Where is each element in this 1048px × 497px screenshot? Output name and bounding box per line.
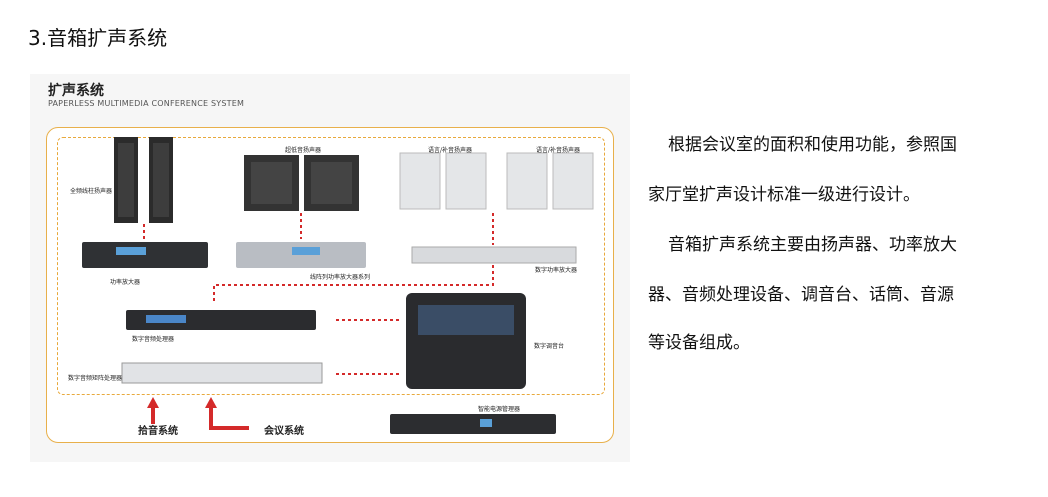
digital-mixer-device [406, 293, 526, 389]
label-aux-speaker: 语言/补音扬声器 [536, 147, 581, 154]
paragraph2-line3: 等设备组成。 [648, 333, 750, 353]
line-array-amplifier [236, 242, 366, 268]
power-manager-device [390, 414, 556, 434]
aux-speaker-pair [506, 152, 594, 210]
label-digital-mixer: 数字调音台 [534, 343, 565, 350]
label-main-speaker: 语言/补音扬声器 [428, 147, 473, 154]
label-column-speaker: 全频线柱扬声器 [70, 188, 113, 195]
label-audio-processor: 数字音频处理器 [132, 336, 175, 343]
paragraph1-line2: 家厅堂扩声设计标准一级进行设计。 [648, 185, 920, 205]
diagram-title: 扩声系统 [48, 83, 104, 99]
section-heading: 3.音箱扩声系统 [28, 26, 168, 50]
matrix-processor-device [121, 362, 323, 384]
power-amplifier [82, 242, 208, 268]
paragraph1-line1: 根据会议室的面积和使用功能，参照国 [668, 135, 957, 155]
paragraph2-line2: 器、音频处理设备、调音台、话筒、音源 [648, 285, 954, 305]
label-conference-system: 会议系统 [264, 426, 304, 437]
digital-power-amplifier [411, 246, 577, 264]
label-power-amp: 功率放大器 [110, 279, 141, 286]
audio-processor-device [126, 310, 316, 330]
diagram-subtitle: PAPERLESS MULTIMEDIA CONFERENCE SYSTEM [48, 99, 245, 108]
column-speaker-pair [114, 137, 173, 223]
label-sub-speaker: 超低音扬声器 [285, 147, 322, 154]
paragraph2-line1: 音箱扩声系统主要由扬声器、功率放大 [668, 235, 957, 255]
diagram-graphics [82, 137, 594, 434]
label-line-array-amp: 线阵列功率放大器系列 [310, 274, 371, 281]
signal-connectors [143, 213, 494, 375]
sub-speaker-pair [244, 155, 359, 211]
label-power-manager: 智能电源管理器 [478, 406, 521, 413]
label-feedback-suppressor: 数字音频矩阵处理器 [68, 375, 123, 382]
label-digital-amp: 数字功率放大器 [535, 267, 578, 274]
input-arrows [147, 397, 249, 430]
main-speaker-pair [399, 152, 487, 210]
dashed-system-boundary [57, 137, 605, 395]
label-pickup-system: 拾音系统 [138, 426, 178, 437]
